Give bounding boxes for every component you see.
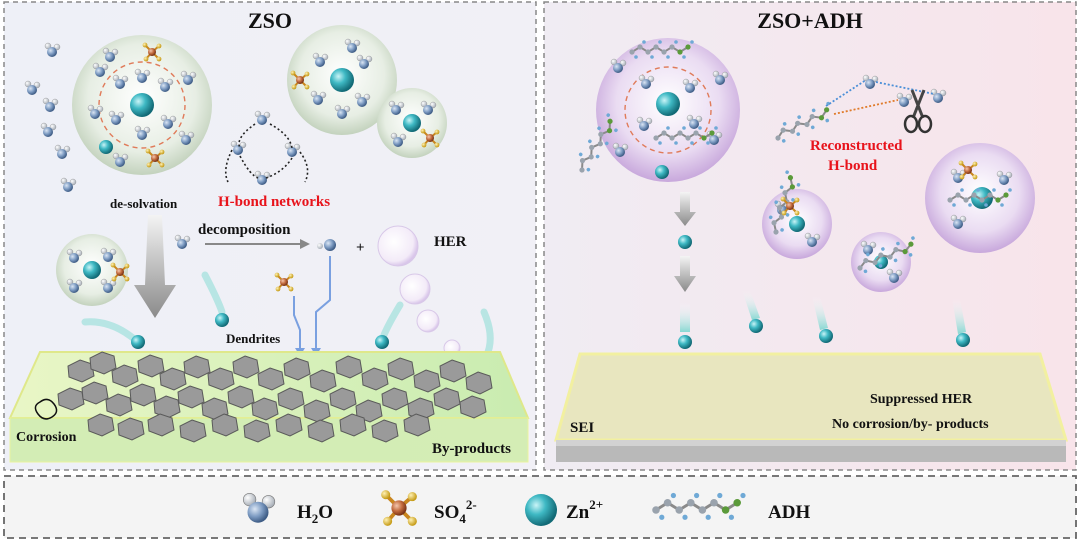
corrosion-pit	[34, 398, 58, 420]
oh-product	[317, 239, 336, 251]
svg-text:H2O: H2O	[297, 502, 333, 526]
solvation-shell-large	[72, 35, 212, 175]
solvation-shell-medium	[287, 25, 397, 135]
falling-zn-ions-right	[678, 290, 970, 349]
scissors-icon	[903, 89, 933, 134]
desolvation-label: de-solvation	[110, 196, 178, 211]
sei-label: SEI	[570, 420, 594, 436]
desolvation-arrow	[134, 215, 176, 318]
legend-adh: ADH	[650, 491, 810, 523]
right-title: ZSO+ADH	[757, 8, 862, 33]
solvation-shell-bottom	[56, 234, 131, 306]
plus-sign: +	[356, 240, 365, 256]
legend-so4-sup: 2-	[466, 497, 477, 512]
adh-solvation-shell-large	[596, 38, 740, 182]
suppressed-her-label: Suppressed HER	[870, 392, 973, 407]
adh-shell-right-large	[925, 143, 1035, 253]
adh-shell-right-small	[851, 232, 922, 292]
svg-text:Zn2+: Zn2+	[566, 497, 603, 523]
legend-so4-sub: 4	[459, 511, 466, 526]
legend-zn-base: Zn	[566, 502, 590, 523]
falling-zn-ions-left	[81, 271, 494, 365]
legend-sulfate: SO42-	[379, 488, 477, 528]
svg-text:SO42-: SO42-	[434, 497, 477, 526]
legend-so4-base: SO	[434, 502, 459, 523]
corrosion-label: Corrosion	[16, 430, 77, 445]
decomposition-label: decomposition	[198, 222, 291, 238]
reconstructed-label-line2: H-bond	[828, 158, 878, 174]
zinc-anode-right	[554, 352, 1069, 462]
h-bond-network	[224, 110, 309, 186]
legend-zn-sup: 2+	[589, 497, 603, 512]
solvation-shell-small	[377, 88, 447, 158]
adh-shell-right-medium	[762, 168, 832, 259]
hydrogen-bubbles	[377, 225, 461, 357]
deposition-arrows-right	[674, 192, 696, 292]
legend-h2o-h: H	[297, 502, 312, 523]
zn-ion	[130, 93, 154, 117]
byproducts-label: By-products	[432, 441, 511, 457]
legend-water: H2O	[242, 492, 333, 526]
legend-h2o-o: O	[318, 502, 333, 523]
legend-zn: Zn2+	[525, 494, 603, 526]
no-corrosion-label: No corrosion/by- products	[832, 417, 989, 432]
h-bond-networks-label: H-bond networks	[218, 194, 330, 210]
left-title: ZSO	[248, 8, 292, 33]
her-label: HER	[434, 234, 467, 250]
legend-h2o-sub: 2	[312, 511, 319, 526]
reconstructed-label-line1: Reconstructed	[810, 138, 903, 154]
legend-adh-label: ADH	[768, 502, 810, 523]
dendrites-label: Dendrites	[226, 331, 280, 346]
